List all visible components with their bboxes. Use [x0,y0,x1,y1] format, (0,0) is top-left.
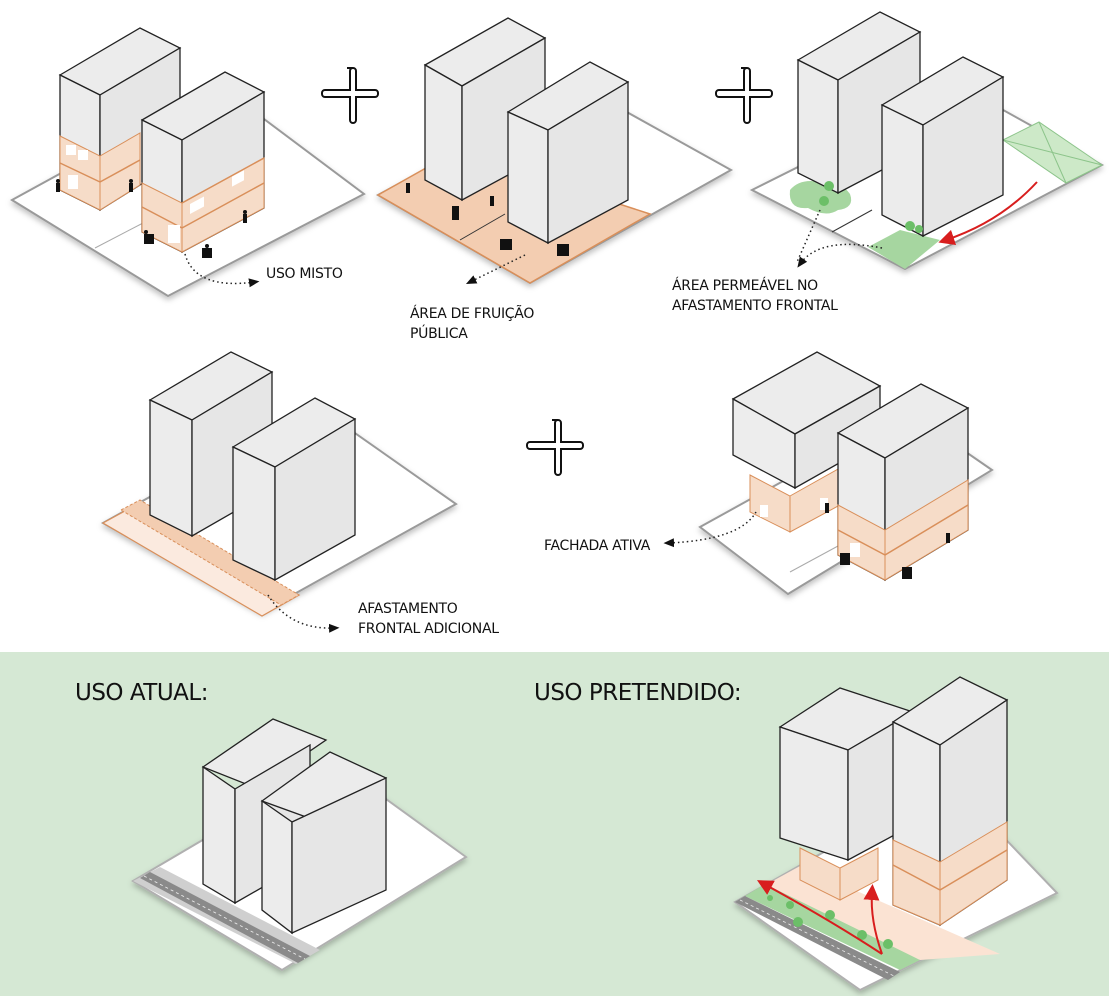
building-b [880,56,1005,238]
people-icons [56,179,247,258]
plus-icon [526,419,584,477]
building-b [891,676,1009,927]
leader-line [465,254,526,284]
diagram-uso-atual [131,718,468,972]
leader-line [663,511,757,548]
diagram-uso-misto [10,27,366,298]
diagram-fachada-ativa [663,351,994,596]
building-b [506,61,630,245]
permeable-frontal [868,230,940,269]
circulation-arrow [756,880,883,955]
people-icons [406,183,569,256]
label-fachada-ativa: FACHADA ATIVA [544,538,651,554]
building-b [231,397,357,582]
diagram-afastamento-frontal [100,351,458,633]
title-uso-pretendido: USO PRETENDIDO: [534,680,742,706]
title-uso-atual: USO ATUAL: [75,680,208,706]
tree-icons [819,181,923,233]
setback-additional [119,499,301,606]
building-a [731,351,882,533]
leader-line [797,243,883,268]
building-b [260,751,388,935]
plus-icon [321,67,379,125]
label-afastamento-frontal: AFASTAMENTO FRONTAL ADICIONAL [358,601,499,637]
label-uso-misto: USO MISTO [266,266,343,282]
circulation-arrow [863,884,883,955]
diagram-uso-pretendido [733,676,1059,992]
label-fruicao-publica: ÁREA DE FRUIÇÃO PÚBLICA [410,306,535,342]
relocation-arrow [938,181,1038,246]
plus-icon [715,67,773,125]
diagram-area-permeavel [749,11,1105,271]
diagram-fruicao-publica [375,17,734,285]
tree-icons [767,895,893,949]
label-area-permeavel: ÁREA PERMEÁVEL NO AFASTAMENTO FRONTAL [672,278,838,314]
people-icons [825,503,950,579]
